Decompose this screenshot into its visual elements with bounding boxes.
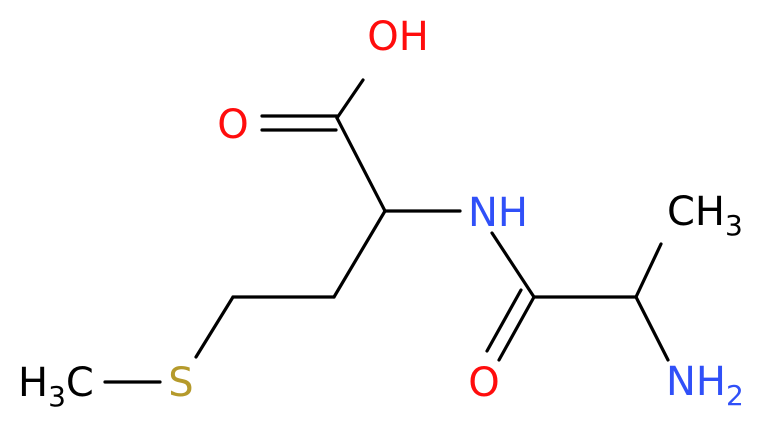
- bond-calpha-cbeta: [332, 209, 387, 299]
- label-methyl-left: H3C: [18, 360, 94, 413]
- amine-subscript: 2: [726, 379, 744, 412]
- label-amide-nh: NH: [468, 190, 528, 236]
- methyl-right-main: CH: [667, 189, 725, 235]
- label-amide-o: O: [468, 360, 499, 406]
- amine-main: NH: [666, 359, 726, 405]
- methyl-left-main: H: [18, 360, 48, 406]
- bond-calpha2-nh2: [634, 295, 670, 362]
- bond-amide-co-b: [485, 288, 523, 353]
- label-amine: NH2: [666, 359, 744, 412]
- bond-c-calpha: [335, 116, 387, 213]
- label-oh: OH: [367, 14, 429, 60]
- atom-labels: OH O NH CH3 O NH2 S H3C: [18, 14, 744, 413]
- label-carboxyl-o: O: [217, 102, 248, 148]
- bond-amide-co-a: [497, 295, 536, 362]
- bond-nh-camide: [490, 231, 536, 299]
- methyl-right-subscript: 3: [725, 209, 743, 242]
- methyl-left-subscript: 3: [48, 380, 66, 413]
- bond-calpha2-ch3: [634, 242, 663, 299]
- bond-cgamma-s: [194, 295, 235, 359]
- bonds: [103, 78, 670, 384]
- label-sulfur: S: [168, 360, 193, 406]
- label-methyl-right: CH3: [667, 189, 743, 242]
- bond-oh-c: [335, 78, 365, 120]
- methyl-left-tail: C: [66, 360, 94, 406]
